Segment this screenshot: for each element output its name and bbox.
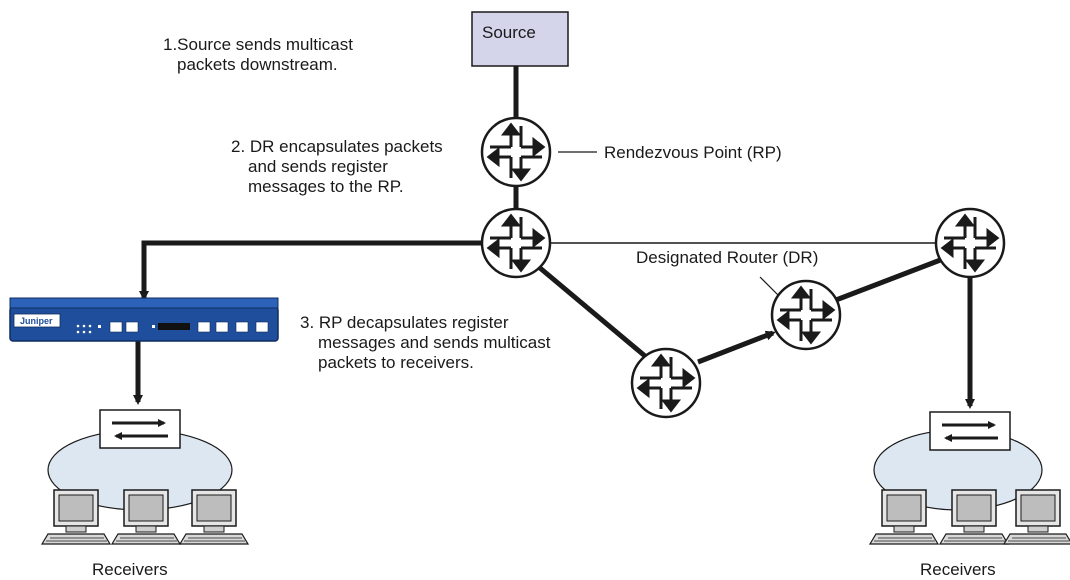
- rp-label: Rendezvous Point (RP): [604, 143, 782, 162]
- hub-right: [930, 412, 1010, 450]
- links: [133, 66, 975, 409]
- lan-right: Receivers: [869, 412, 1070, 579]
- step-3-line-3: packets to receivers.: [318, 353, 474, 372]
- source-node: Source: [471, 11, 569, 67]
- step-3-line-2: messages and sends multicast: [318, 333, 551, 352]
- router-bottom: [630, 347, 702, 419]
- firewall-brand-text: Juniper: [20, 316, 53, 326]
- step-3-line-1: 3. RP decapsulates register: [300, 313, 509, 332]
- step-3: 3. RP decapsulates register messages and…: [300, 313, 551, 372]
- router-dr: [770, 279, 842, 351]
- step-1-line-1: 1.Source sends multicast: [163, 35, 353, 54]
- source-label: Source: [482, 23, 536, 42]
- step-2-line-2: and sends register: [248, 157, 388, 176]
- step-2: 2. DR encapsulates packets and sends reg…: [231, 137, 443, 196]
- step-2-line-1: 2. DR encapsulates packets: [231, 137, 443, 156]
- link-center-firewall: [139, 240, 482, 301]
- hub-left: [100, 410, 180, 448]
- step-2-line-3: messages to the RP.: [248, 177, 404, 196]
- receivers-label-left: Receivers: [92, 560, 168, 579]
- source-box: [471, 11, 569, 67]
- link-center-bottom: [538, 266, 647, 358]
- router-center: [480, 207, 552, 279]
- link-bottom-dr: [697, 330, 776, 365]
- router-rp: [480, 116, 552, 188]
- lan-left: Receivers: [41, 410, 249, 579]
- step-1: 1.Source sends multicast packets downstr…: [163, 35, 353, 74]
- firewall-appliance: Juniper: [9, 297, 279, 342]
- link-dr-right: [835, 256, 944, 303]
- receivers-label-right: Receivers: [920, 560, 996, 579]
- dr-label: Designated Router (DR): [636, 248, 818, 267]
- router-right: [934, 207, 1006, 279]
- step-1-line-2: packets downstream.: [177, 55, 338, 74]
